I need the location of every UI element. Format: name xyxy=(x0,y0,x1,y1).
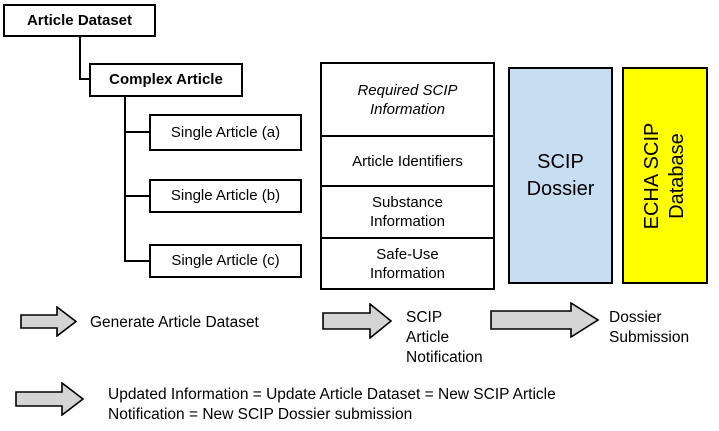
scip-dossier-label: SCIP Dossier xyxy=(526,150,595,200)
required-info-header: Required SCIP Information xyxy=(357,81,458,118)
article-dataset-box: Article Dataset xyxy=(3,4,156,37)
single-article-box-b: Single Article (b) xyxy=(149,179,302,213)
required-info-table: Required SCIP Information Article Identi… xyxy=(320,62,495,290)
scip-dossier-box: SCIP Dossier xyxy=(508,67,613,284)
flow-step-label-generate: Generate Article Dataset xyxy=(90,314,259,331)
block-arrow-icon xyxy=(15,382,85,416)
flow-step-label-notification: SCIP Article Notification xyxy=(406,309,483,366)
single-article-box-c: Single Article (c) xyxy=(149,244,302,278)
block-arrow-icon xyxy=(322,303,393,339)
tree-connector-line xyxy=(79,78,90,80)
info-row-substance-information: Substance Information xyxy=(322,185,493,237)
tree-connector-line xyxy=(125,131,149,133)
echa-database-box: ECHA SCIP Database xyxy=(622,67,708,284)
tree-connector-line xyxy=(79,37,81,79)
complex-article-box: Complex Article xyxy=(89,63,243,97)
echa-database-label: ECHA SCIP Database xyxy=(641,122,688,229)
tree-connector-line xyxy=(125,260,149,262)
single-article-box-a: Single Article (a) xyxy=(149,114,302,151)
block-arrow-icon xyxy=(490,302,600,338)
info-row-article-identifiers: Article Identifiers xyxy=(322,135,493,185)
update-note-label: Updated Information = Update Article Dat… xyxy=(108,386,556,423)
tree-connector-line xyxy=(124,97,126,262)
rotated-label-wrap: ECHA SCIP Database xyxy=(624,69,706,282)
info-row-safe-use-information: Safe-Use Information xyxy=(322,237,493,288)
tree-connector-line xyxy=(125,195,149,197)
block-arrow-icon xyxy=(20,306,78,337)
flow-step-label-submission: Dossier Submission xyxy=(609,309,690,346)
